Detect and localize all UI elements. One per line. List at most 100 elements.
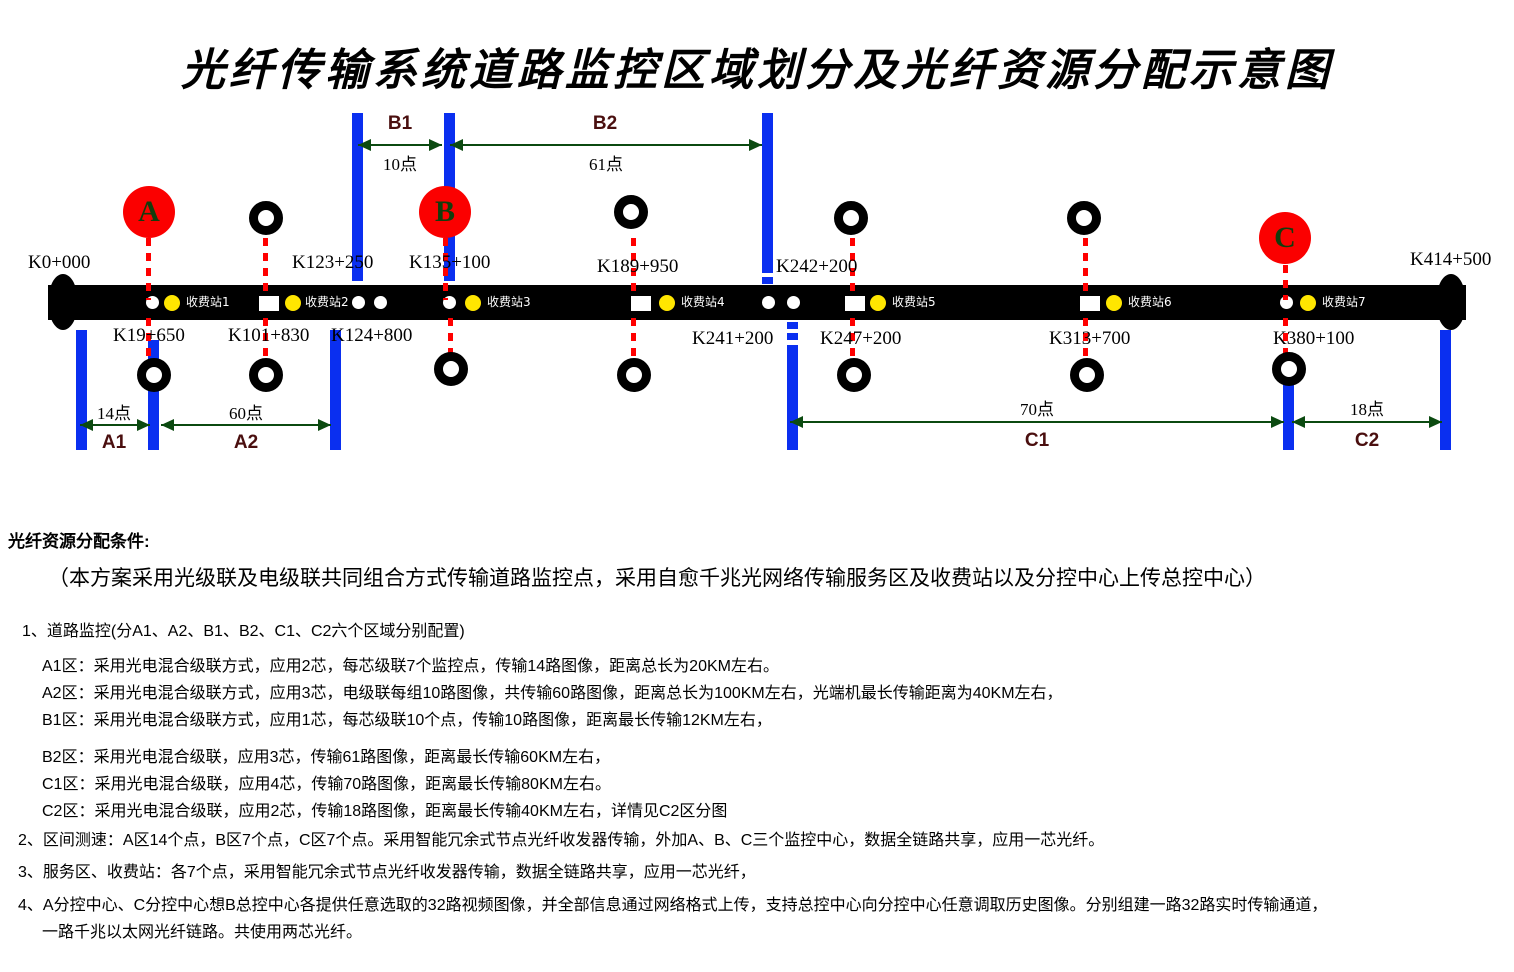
km-label-k189: K189+950	[597, 256, 679, 277]
km-label-k124: K124+800	[331, 325, 413, 346]
monitoring-center-c[interactable]: C	[1259, 212, 1311, 264]
zone-divider-a2b1-top	[330, 330, 341, 450]
km-label-k241: K241+200	[692, 328, 774, 349]
zone-divider-a1-start-top	[76, 330, 87, 450]
measure-arrow-a2	[161, 419, 331, 431]
toll-station-label-2: 收费站2	[305, 295, 349, 309]
note-zone-a1: A1区：采用光电混合级联方式，应用2芯，每芯级联7个监控点，传输14路图像，距离…	[42, 658, 779, 675]
monitoring-center-a[interactable]: A	[123, 186, 175, 238]
km-label-k414: K414+500	[1410, 249, 1492, 270]
zone-divider-a1a2-top	[148, 340, 159, 450]
toll-dot-2	[285, 295, 301, 311]
road-marker-square-5	[845, 296, 865, 311]
measure-text-c1: 70点	[1020, 400, 1054, 419]
measure-text-a1: 14点	[97, 404, 131, 423]
zone-divider-c1-start-dash1	[787, 322, 798, 329]
droplink-hub-c	[1283, 265, 1288, 300]
note-zone-b2: B2区：采用光电混合级联，应用3芯，传输61路图像，距离最长传输60KM左右，	[42, 749, 611, 766]
road-monitoring-diagram: 收费站1 收费站2 收费站3 收费站4 收费站5 收费站6 收费站7 A B C	[28, 113, 1492, 453]
note-zone-a2: A2区：采用光电混合级联方式，应用3芯，电级联每组10路图像，共传输60路图像，…	[42, 685, 1063, 702]
road-marker-square-2	[259, 296, 279, 311]
measure-text-a2: 60点	[229, 404, 263, 423]
measure-text-b1: 10点	[383, 155, 417, 174]
droplink-k123	[263, 238, 268, 296]
toll-dot-3	[465, 295, 481, 311]
measure-arrow-b1	[358, 139, 442, 151]
road-marker-white-4a	[762, 296, 775, 309]
zone-label-a1: A1	[101, 432, 127, 453]
km-label-k380: K380+100	[1273, 328, 1355, 349]
note-item-2: 2、区间测速：A区14个点，B区7个点，C区7个点。采用智能冗余式节点光纤收发器…	[18, 832, 1105, 849]
toll-station-label-3: 收费站3	[487, 295, 531, 309]
measure-arrow-b2	[450, 139, 762, 151]
km-label-k101: K101+830	[228, 325, 310, 346]
zone-divider-b1-start	[352, 113, 363, 281]
note-item-3: 3、服务区、收费站：各7个点，采用智能冗余式节点光纤收发器传输，数据全链路共享，…	[18, 864, 756, 881]
node-ring-top-1	[249, 201, 283, 235]
node-ring-bottom-2	[249, 358, 283, 392]
km-label-k247: K247+200	[820, 328, 902, 349]
km-label-k0: K0+000	[28, 252, 91, 273]
toll-dot-6	[1106, 295, 1122, 311]
road-marker-square-6	[1080, 296, 1100, 311]
notes-subheading: （本方案采用光级联及电级联共同组合方式传输道路监控点，采用自愈千兆光网络传输服务…	[48, 567, 1266, 590]
node-ring-bottom-7	[1272, 352, 1306, 386]
note-item-1: 1、道路监控(分A1、A2、B1、B2、C1、C2六个区域分别配置)	[22, 623, 465, 640]
measure-arrow-c2	[1292, 416, 1442, 428]
measure-arrow-a1	[80, 419, 150, 431]
zone-divider-b2-end	[762, 113, 773, 273]
km-label-k313: K313+700	[1049, 328, 1131, 349]
km-label-k19: K19+650	[113, 325, 185, 346]
droplink-k313	[1083, 238, 1088, 296]
zone-divider-b2-end-dash1	[762, 277, 773, 284]
highway-bar	[48, 285, 1466, 320]
droplink-c-lower	[1283, 318, 1288, 360]
monitoring-center-b[interactable]: B	[419, 186, 471, 238]
toll-dot-5	[870, 295, 886, 311]
node-ring-bottom-5	[837, 358, 871, 392]
road-marker-white-2a	[352, 296, 365, 309]
droplink-k101	[263, 318, 268, 360]
droplink-k242	[850, 238, 855, 296]
toll-dot-7	[1300, 295, 1316, 311]
toll-station-label-6: 收费站6	[1128, 295, 1172, 309]
page-title: 光纤传输系统道路监控区域划分及光纤资源分配示意图	[181, 46, 1333, 95]
zone-divider-c1c2	[1283, 370, 1294, 450]
note-item-4-line2: 一路千兆以太网光纤链路。共使用两芯光纤。	[42, 924, 363, 941]
measure-text-c2: 18点	[1350, 400, 1384, 419]
node-ring-bottom-1	[137, 358, 171, 392]
zone-label-a2: A2	[233, 432, 259, 453]
road-marker-white-4b	[787, 296, 800, 309]
km-label-k135: K135+100	[409, 252, 491, 273]
droplink-k247-lower	[850, 318, 855, 360]
note-zone-b1: B1区：采用光电混合级联方式，应用1芯，每芯级联10个点，传输10路图像，距离最…	[42, 712, 772, 729]
node-ring-top-4	[1067, 201, 1101, 235]
toll-dot-4	[659, 295, 675, 311]
toll-station-label-1: 收费站1	[186, 295, 230, 309]
zone-label-c2: C2	[1354, 430, 1380, 451]
droplink-b-lower	[448, 318, 453, 360]
node-ring-top-2	[614, 195, 648, 229]
toll-station-label-5: 收费站5	[892, 295, 936, 309]
note-zone-c1: C1区：采用光电混合级联，应用4芯，传输70路图像，距离最长传输80KM左右。	[42, 776, 611, 793]
measure-arrow-c1	[790, 416, 1284, 428]
road-marker-white-2b	[374, 296, 387, 309]
road-marker-square-4	[631, 296, 651, 311]
node-ring-top-3	[834, 201, 868, 235]
droplink-k313-lower	[1083, 318, 1088, 360]
km-label-k242: K242+200	[776, 256, 858, 277]
droplink-hub-b	[443, 238, 448, 300]
zone-divider-c1-start	[787, 345, 798, 450]
droplink-k189	[631, 238, 636, 296]
droplink-hub-a	[146, 238, 151, 300]
measure-text-b2: 61点	[589, 155, 623, 174]
node-ring-bottom-6	[1070, 358, 1104, 392]
toll-station-label-7: 收费站7	[1322, 295, 1366, 309]
toll-station-label-4: 收费站4	[681, 295, 725, 309]
zone-divider-c2-end	[1440, 330, 1451, 450]
node-ring-bottom-4	[617, 358, 651, 392]
droplink-k189-lower	[631, 318, 636, 360]
droplink-a-lower	[146, 318, 151, 358]
zone-label-b1: B1	[387, 113, 413, 134]
zone-label-c1: C1	[1024, 430, 1050, 451]
